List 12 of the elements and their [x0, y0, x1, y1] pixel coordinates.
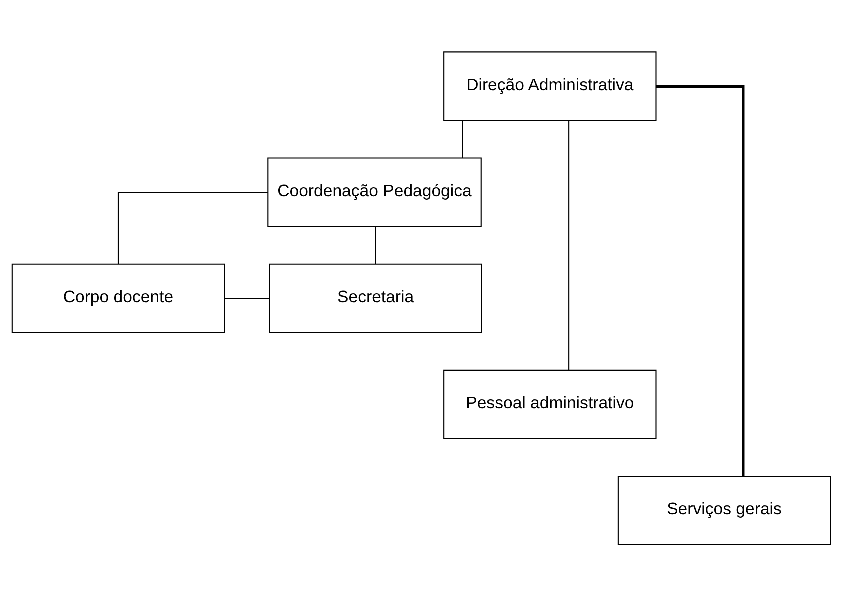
- node-box: Coordenação Pedagógica: [268, 157, 482, 227]
- node-box: Serviços gerais: [618, 476, 832, 545]
- connector: [656, 85, 745, 476]
- connector: [568, 120, 570, 370]
- connector: [118, 192, 268, 264]
- node-box: Direção Administrativa: [444, 51, 657, 120]
- connector: [462, 120, 464, 158]
- connector: [224, 298, 270, 300]
- node-box: Secretaria: [269, 263, 482, 333]
- connector: [375, 226, 376, 264]
- node-box: Corpo docente: [12, 263, 226, 333]
- node-box: Pessoal administrativo: [444, 369, 657, 439]
